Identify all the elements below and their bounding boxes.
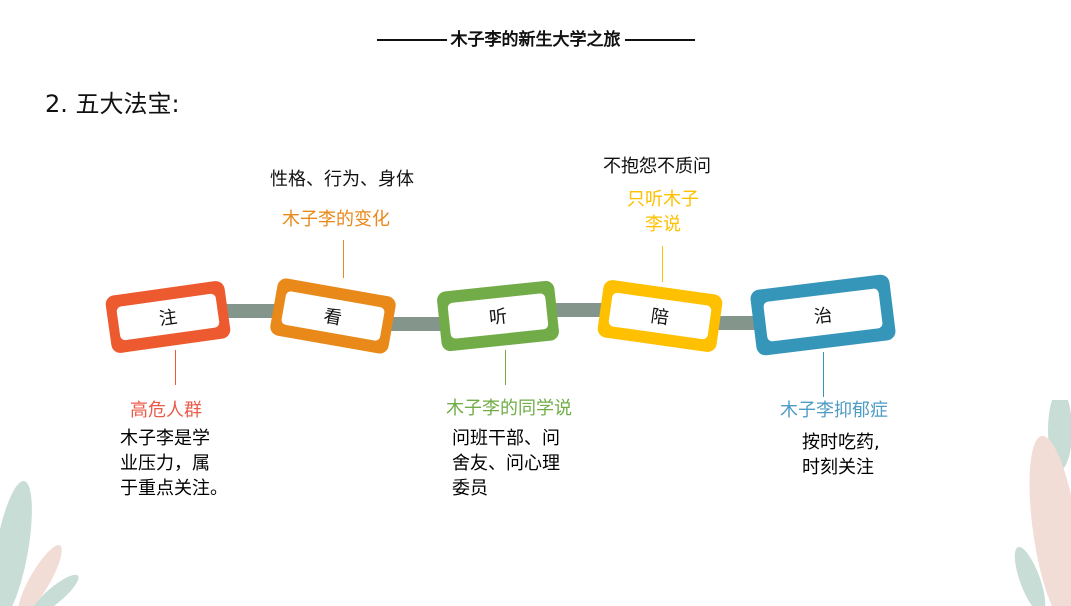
chain-link-zhi: 治 (749, 273, 897, 357)
link-label: 注 (157, 306, 179, 331)
link-label: 听 (488, 306, 509, 329)
pei-heading: 只听木子李说 (627, 189, 699, 235)
ting-heading: 木子李的同学说 (446, 398, 572, 419)
chain-link-ting: 听 (436, 279, 560, 353)
pei-top: 不抱怨不质问 (603, 156, 711, 177)
slide-title: 木子李的新生大学之旅 (0, 25, 1071, 50)
kan-top: 性格、行为、身体 (270, 169, 414, 190)
leaf-decoration-left (0, 481, 79, 606)
chain-link-zhu: 注 (104, 279, 232, 355)
leaf-decoration-right (1014, 400, 1071, 606)
zhi-heading: 木子李抑郁症 (780, 400, 888, 421)
connector-line (505, 350, 506, 385)
link-label: 治 (812, 304, 834, 329)
section-heading: 2. 五大法宝: (45, 90, 180, 118)
zhu-body: 木子李是学业压力，属于重点关注。 (120, 428, 228, 499)
connector-line (662, 246, 663, 282)
connector-line (343, 240, 344, 278)
zhi-body: 按时吃药,时刻关注 (802, 432, 880, 478)
link-label: 陪 (649, 305, 671, 330)
chain-link-kan: 看 (268, 277, 398, 355)
title-text: 木子李的新生大学之旅 (450, 30, 621, 50)
zhu-heading: 高危人群 (130, 400, 202, 421)
connector-line (175, 350, 176, 385)
kan-heading: 木子李的变化 (282, 209, 390, 230)
connector-line (823, 352, 824, 397)
chain-link-pei: 陪 (596, 278, 724, 354)
ting-body: 问班干部、问舍友、问心理委员 (452, 428, 560, 499)
